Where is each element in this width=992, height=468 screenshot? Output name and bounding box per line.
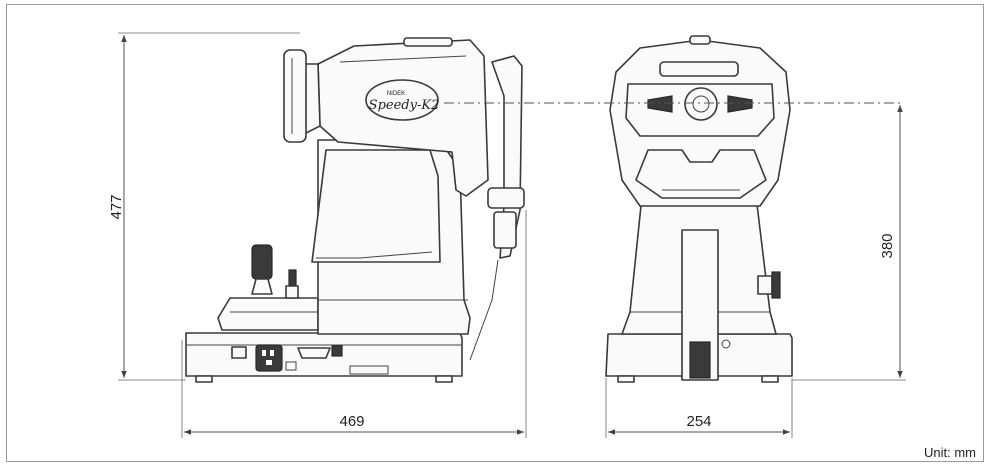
- stage-block: [217, 297, 319, 331]
- serial-port: [297, 347, 331, 359]
- side-slot: [349, 365, 389, 375]
- logo-model: Speedy-K2: [369, 98, 440, 113]
- power-switch: [231, 346, 247, 359]
- front-foot-left: [617, 375, 635, 383]
- lens-ring: [684, 87, 718, 121]
- joystick-stem: [251, 278, 273, 295]
- joystick-knob: [251, 244, 273, 280]
- power-socket: [255, 344, 283, 372]
- usb-port: [331, 345, 343, 357]
- monitor-panel: [283, 49, 307, 143]
- right-window: [727, 95, 753, 113]
- side-foot-right: [435, 375, 453, 383]
- front-foot-right: [761, 375, 779, 383]
- dim-width-label: 254: [686, 413, 711, 430]
- front-top-handle: [689, 35, 711, 45]
- front-slot: [689, 341, 711, 379]
- dim-eye-height-label: 380: [879, 233, 896, 258]
- column-cover: [311, 149, 441, 263]
- front-brow-bar: [659, 61, 739, 77]
- chin-rest-knob: [493, 211, 517, 249]
- side-knob-base: [757, 275, 773, 295]
- front-screw: [721, 339, 731, 349]
- dim-height-label: 477: [108, 194, 125, 219]
- front-view: [605, 35, 793, 383]
- logo-plate: [365, 79, 439, 121]
- dim-depth-label: 469: [339, 413, 364, 430]
- top-handle: [403, 37, 453, 47]
- unit-note: Unit: mm: [924, 445, 976, 460]
- side-view: NIDEK Speedy-K2: [185, 37, 525, 383]
- side-foot-left: [195, 375, 213, 383]
- left-window: [647, 95, 673, 113]
- cable: [469, 259, 499, 361]
- button-post: [288, 269, 297, 287]
- fuse-holder: [285, 361, 297, 371]
- side-knob: [771, 271, 781, 299]
- chin-frame: [635, 149, 767, 199]
- chin-rest: [487, 187, 525, 209]
- logo-brand: NIDEK: [387, 91, 405, 97]
